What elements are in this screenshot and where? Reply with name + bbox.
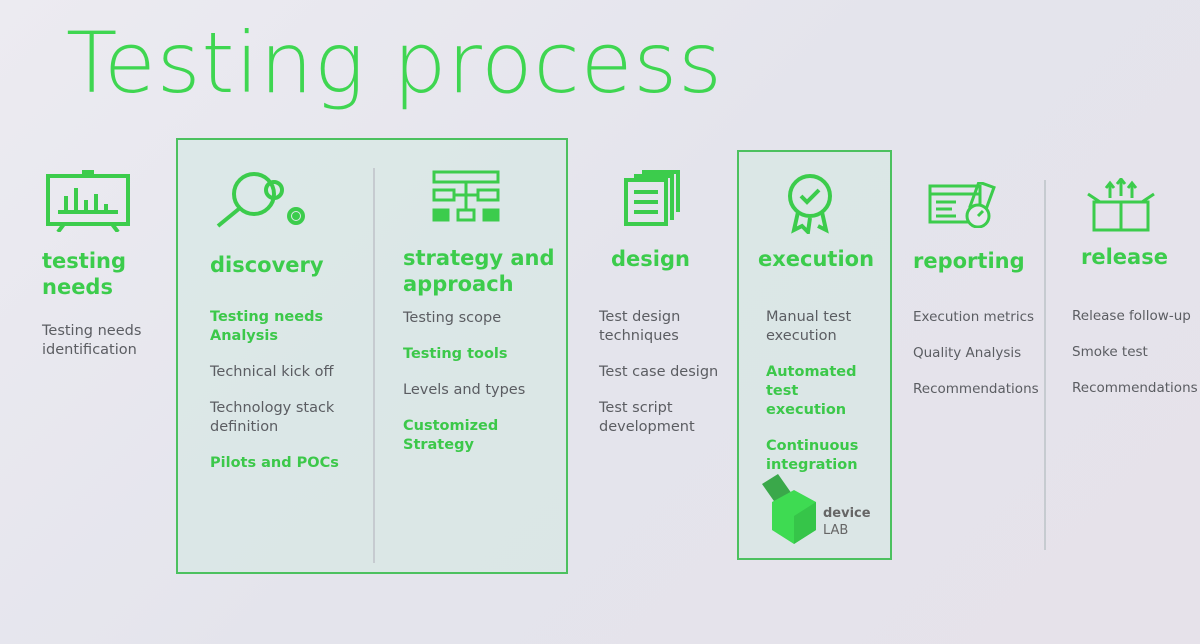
list-item: Testing needs Analysis — [210, 309, 324, 344]
report-gauge-icon — [928, 182, 996, 228]
column-discovery: discovery Testing needs Analysis Technic… — [210, 252, 360, 490]
execution-box — [737, 150, 892, 560]
documents-icon — [624, 170, 680, 226]
list-item: Test case design — [599, 364, 719, 380]
list-item: Test script development — [599, 400, 695, 435]
column-execution: execution Manual test execution Automate… — [758, 246, 883, 492]
box-arrows-icon — [1087, 178, 1155, 232]
column-testing-needs: testing needs Testing needs identificati… — [42, 248, 162, 377]
device-lab-logo-icon — [762, 474, 816, 544]
logo-line2: LAB — [823, 523, 849, 538]
list-item: Levels and types — [403, 382, 526, 398]
list-item: Testing needs identification — [42, 323, 142, 358]
list-item: Release follow-up — [1072, 308, 1191, 324]
list-item: Recommendations — [1072, 380, 1198, 396]
device-lab-logo-text: device LAB — [823, 505, 871, 539]
list-item: Smoke test — [1072, 344, 1148, 360]
list-item: Technology stack definition — [210, 400, 335, 435]
column-reporting: reporting Execution metrics Quality Anal… — [913, 248, 1043, 416]
column-release: release Release follow-up Smoke test Rec… — [1072, 244, 1200, 415]
list-item: Automated test execution — [766, 364, 857, 418]
list-item: Pilots and POCs — [210, 455, 339, 471]
column-title: testing needs — [42, 249, 126, 299]
list-item: Manual test execution — [766, 309, 852, 344]
award-check-icon — [788, 174, 832, 234]
magnifier-gears-icon — [216, 172, 305, 228]
list-item: Quality Analysis — [913, 345, 1022, 361]
flowchart-icon — [432, 170, 500, 222]
divider — [1044, 180, 1046, 550]
list-item: Testing scope — [403, 310, 502, 326]
column-title: reporting — [913, 249, 1025, 273]
column-title: design — [611, 247, 690, 271]
column-design: design Test design techniques Test case … — [599, 246, 729, 454]
column-title: strategy and approach — [403, 246, 555, 296]
list-item: Test design techniques — [599, 309, 681, 344]
column-strategy: strategy and approach Testing scope Test… — [403, 245, 558, 472]
column-title: execution — [758, 247, 875, 271]
list-item: Recommendations — [913, 381, 1039, 397]
logo-line1: device — [823, 506, 871, 521]
column-title: discovery — [210, 253, 324, 277]
slide-title: Testing process — [66, 14, 723, 112]
list-item: Testing tools — [403, 346, 508, 362]
list-item: Execution metrics — [913, 309, 1035, 325]
list-item: Continuous integration — [766, 438, 859, 473]
column-title: release — [1081, 245, 1168, 269]
divider — [373, 168, 375, 563]
monitor-chart-icon — [46, 170, 130, 232]
list-item: Technical kick off — [210, 364, 334, 380]
list-item: Customized Strategy — [403, 418, 499, 453]
